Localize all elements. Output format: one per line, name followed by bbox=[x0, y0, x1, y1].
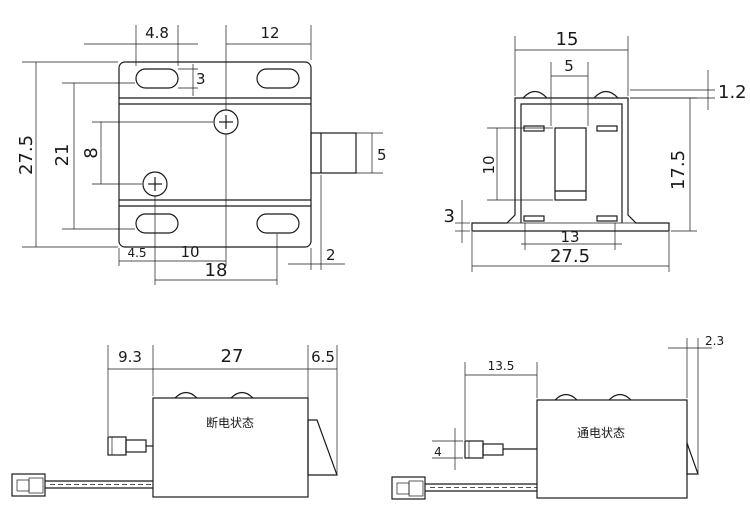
mounting-slot bbox=[135, 68, 179, 89]
dim-2-3: 2.3 bbox=[705, 334, 724, 348]
mounting-slot bbox=[256, 213, 300, 234]
dim-9-3: 9.3 bbox=[118, 348, 142, 366]
mounting-slot bbox=[135, 213, 179, 234]
dim-3: 3 bbox=[444, 206, 455, 227]
dim-5: 5 bbox=[377, 146, 387, 164]
dim-13: 13 bbox=[560, 228, 579, 246]
dim-12: 12 bbox=[260, 24, 279, 42]
state-label-on: 通电状态 bbox=[577, 426, 625, 440]
wire-connector bbox=[11, 473, 46, 497]
mounting-slot bbox=[256, 68, 300, 89]
solenoid-body bbox=[152, 397, 309, 498]
dim-17-5: 17.5 bbox=[668, 150, 689, 190]
latch-wedge bbox=[307, 419, 338, 476]
dim-13-5: 13.5 bbox=[488, 359, 515, 373]
dim-21: 21 bbox=[52, 144, 73, 167]
dim-1-2: 1.2 bbox=[718, 82, 747, 103]
dim-slot-width: 4.8 bbox=[145, 24, 169, 42]
plunger bbox=[554, 127, 587, 201]
side-view-on: 通电状态 13.5 2.3 4 bbox=[391, 334, 724, 500]
dim-4: 4 bbox=[434, 445, 442, 459]
top-view: 4.8 12 3 27.5 21 8 5 4.5 10 18 bbox=[16, 24, 387, 285]
dim-27-5: 27.5 bbox=[16, 135, 37, 175]
dim-10: 10 bbox=[180, 243, 199, 261]
latch-wedge bbox=[686, 442, 699, 475]
bracket-outline bbox=[471, 97, 670, 232]
solenoid-body bbox=[536, 399, 688, 499]
dim-27: 27 bbox=[221, 346, 244, 367]
side-view-off: 断电状态 9.3 27 6.5 bbox=[11, 345, 338, 498]
dim-15: 15 bbox=[556, 29, 579, 50]
state-label-off: 断电状态 bbox=[206, 415, 254, 430]
end-view: 15 5 1.2 10 17.5 3 13 27.5 bbox=[444, 29, 747, 272]
dim-4-5: 4.5 bbox=[127, 246, 146, 260]
dim-18: 18 bbox=[205, 260, 228, 281]
mounting-plate bbox=[118, 61, 312, 248]
dim-27-5: 27.5 bbox=[550, 246, 590, 267]
dim-3: 3 bbox=[196, 70, 206, 88]
dim-8: 8 bbox=[81, 147, 102, 158]
dim-6-5: 6.5 bbox=[311, 348, 335, 366]
dim-2: 2 bbox=[326, 246, 336, 264]
dim-10: 10 bbox=[480, 155, 498, 174]
dim-5: 5 bbox=[564, 57, 574, 75]
latch-bolt bbox=[310, 132, 357, 174]
wire-connector bbox=[391, 476, 426, 500]
